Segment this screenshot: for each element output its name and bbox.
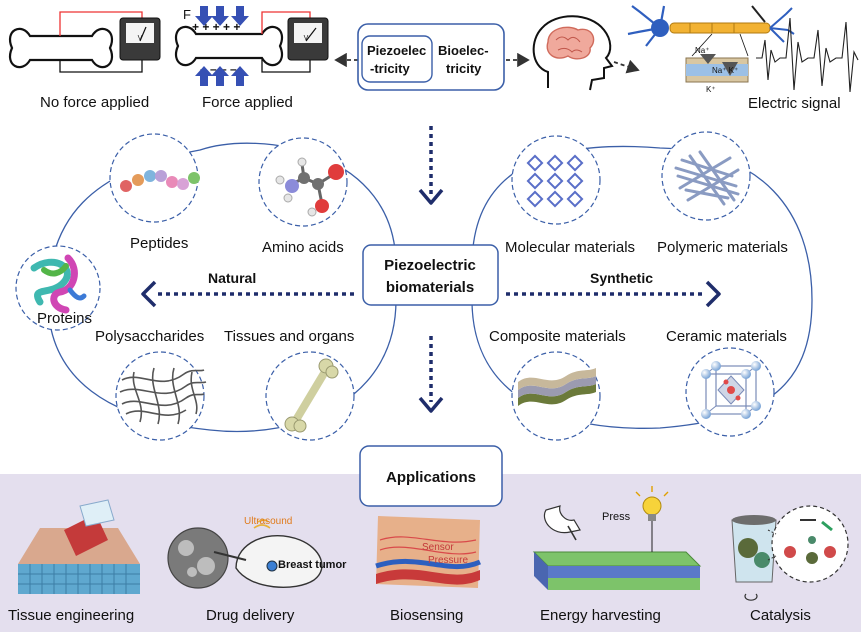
peptides-node: Peptides: [109, 133, 200, 252]
app-label-4: Catalysis: [750, 607, 811, 624]
ceramic-node: [685, 347, 775, 437]
tissues-organs-label: Tissues and organs: [224, 328, 354, 345]
peptide-chain-icon: [120, 170, 200, 192]
app-label-3: Energy harvesting: [540, 607, 661, 624]
bone-force-icon: F + + + + + – – – –: [175, 7, 283, 76]
arrow-synthetic: [506, 280, 721, 308]
pressure-label: Pressure: [428, 555, 468, 566]
electric-signal-label: Electric signal: [748, 95, 841, 112]
composite-node: [511, 351, 601, 441]
amino-acids-node: Amino acids: [258, 137, 348, 256]
sensor-label: Sensor: [422, 542, 454, 553]
na-label: Na⁺: [695, 46, 709, 55]
polysaccharides-node: [115, 351, 207, 441]
tissue-engineering-icon: [18, 499, 140, 594]
amino-acids-label: Amino acids: [262, 239, 344, 256]
svg-text:V: V: [304, 35, 309, 42]
no-force-label: No force applied: [40, 94, 149, 111]
breast-tumor-label: Breast tumor: [278, 559, 347, 571]
neuron-icon: Na⁺ Na⁺ K⁺ K⁺: [627, 5, 795, 94]
molecular-label: Molecular materials: [505, 239, 635, 256]
voltmeter-1-icon: V: [59, 11, 161, 73]
perovskite-crystal-icon: [701, 361, 761, 419]
svg-text:V: V: [138, 35, 143, 42]
down-arrow-2: [418, 336, 444, 413]
head-brain-icon: [532, 15, 614, 91]
electric-signal-trace: [756, 17, 859, 93]
piezo-label-1: Piezoelec: [367, 43, 426, 58]
force-arrows-icon: [195, 6, 249, 86]
polymeric-label: Polymeric materials: [657, 239, 788, 256]
peptides-label: Peptides: [130, 235, 188, 252]
force-applied-label: Force applied: [202, 94, 293, 111]
piezo-label-2: -tricity: [370, 61, 411, 76]
bone-no-force-icon: [9, 27, 113, 69]
molecular-node: Molecular materials: [505, 135, 635, 256]
plus-signs: + + + + +: [192, 20, 240, 34]
down-arrow-1: [418, 126, 444, 205]
biosensing-icon: Sensor Pressure: [375, 516, 481, 588]
proteins-label: Proteins: [37, 310, 92, 327]
long-bone-icon: [284, 358, 339, 433]
force-symbol: F: [183, 7, 191, 22]
center-title-2: biomaterials: [386, 279, 474, 296]
applications-box: Applications: [359, 445, 503, 507]
piezo-bio-box: Piezoelec -tricity Bioelec- tricity: [357, 23, 505, 91]
voltmeter-2-icon: V: [261, 11, 329, 73]
proteins-node: Proteins: [15, 245, 101, 331]
polymeric-node: Polymeric materials: [657, 131, 788, 256]
tissues-node: [265, 351, 355, 441]
composite-layers-icon: [518, 368, 596, 406]
polymer-fibers-icon: [674, 150, 740, 206]
na-k-label: Na⁺ K⁺: [712, 66, 738, 75]
k-label: K⁺: [706, 85, 716, 94]
amino-acid-molecule-icon: [275, 157, 344, 217]
composite-label: Composite materials: [489, 328, 626, 345]
applications-title: Applications: [386, 469, 476, 486]
app-label-0: Tissue engineering: [8, 607, 134, 624]
energy-harvesting-icon: Press: [532, 486, 702, 590]
catalysis-icon: [731, 505, 849, 601]
press-label: Press: [602, 511, 631, 523]
molecular-lattice-icon: [526, 154, 584, 208]
app-label-2: Biosensing: [390, 607, 463, 624]
drug-delivery-icon: Ultrasound Breast tumor: [167, 516, 347, 589]
arrow-to-neuron: [613, 59, 640, 74]
natural-label: Natural: [208, 270, 256, 286]
center-title-1: Piezoelectric: [384, 257, 476, 274]
app-label-1: Drug delivery: [206, 607, 295, 624]
ultrasound-label: Ultrasound: [244, 516, 292, 527]
polysaccharides-label: Polysaccharides: [95, 328, 204, 345]
ceramic-label: Ceramic materials: [666, 328, 787, 345]
polysaccharide-mesh-icon: [119, 367, 207, 425]
bio-label-2: tricity: [446, 61, 482, 76]
arrow-natural: [141, 280, 354, 308]
center-box: Piezoelectric biomaterials: [362, 244, 499, 306]
protein-structure-icon: [30, 254, 87, 314]
bio-label-1: Bioelec-: [438, 43, 489, 58]
synthetic-label: Synthetic: [590, 270, 653, 286]
